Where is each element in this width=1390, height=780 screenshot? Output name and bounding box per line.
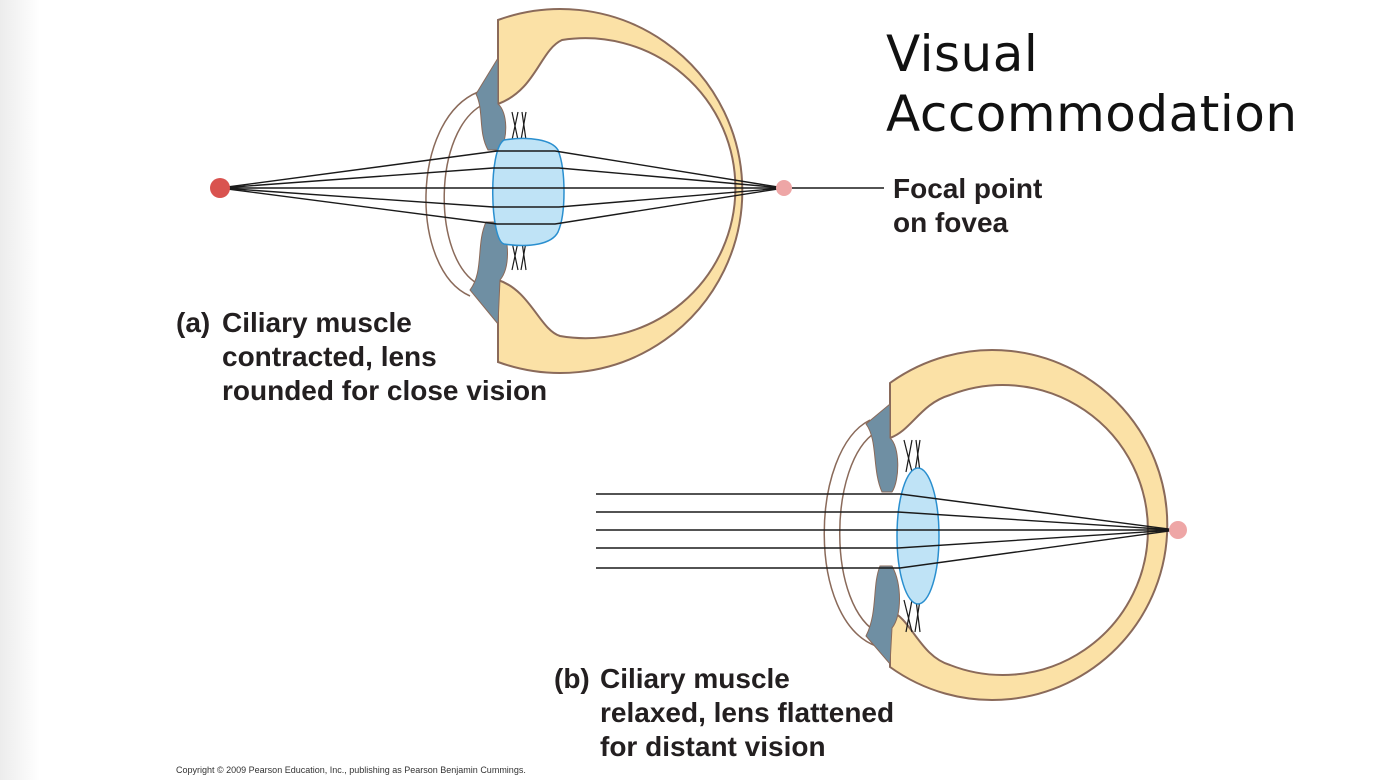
panel-b-caption-line-3: for distant vision bbox=[600, 731, 826, 762]
focal-point-label-line-2: on fovea bbox=[893, 207, 1009, 238]
eye-b-sclera bbox=[889, 349, 1169, 701]
panel-b-caption-line-2: relaxed, lens flattened bbox=[600, 697, 895, 728]
eye-b bbox=[596, 349, 1187, 701]
panel-a-caption: (a) Ciliary muscle contracted, lens round… bbox=[176, 306, 547, 408]
eye-a-sclera bbox=[497, 8, 744, 374]
eye-b-iris-lower bbox=[865, 565, 900, 666]
copyright-notice: Copyright © 2009 Pearson Education, Inc.… bbox=[176, 765, 526, 775]
eye-a-zonules-lower bbox=[511, 241, 527, 271]
eye-b-cornea-inner bbox=[839, 431, 881, 635]
panel-a-tag: (a) bbox=[176, 307, 211, 338]
eye-a-lens bbox=[492, 137, 565, 247]
slide-title-line-2: Accommodation bbox=[886, 85, 1298, 143]
panel-b-caption-line-1: Ciliary muscle bbox=[600, 663, 790, 694]
eye-a-rays bbox=[219, 150, 785, 225]
panel-a-caption-line-3: rounded for close vision bbox=[222, 375, 548, 406]
panel-b-tag: (b) bbox=[554, 663, 590, 694]
eye-a-focal-point bbox=[776, 180, 792, 196]
eye-b-zonules-upper bbox=[903, 439, 921, 473]
eye-b-cornea-outer bbox=[823, 419, 877, 647]
eye-a-cornea-inner bbox=[443, 103, 485, 285]
slide-left-margin bbox=[0, 0, 40, 780]
eye-a-iris-upper bbox=[475, 56, 507, 151]
panel-a-caption-line-1: Ciliary muscle bbox=[222, 307, 412, 338]
eye-a bbox=[210, 8, 884, 374]
eye-a-zonules-upper bbox=[511, 111, 527, 141]
slide-title-line-1: Visual bbox=[886, 25, 1039, 83]
slide-title: Visual Accommodation bbox=[886, 24, 1298, 144]
focal-point-label-line-1: Focal point bbox=[893, 173, 1043, 204]
panel-b-caption: (b) Ciliary muscle relaxed, lens flattene… bbox=[554, 662, 894, 764]
focal-point-label: Focal point on fovea bbox=[893, 172, 1042, 240]
eye-b-zonules-lower bbox=[903, 599, 921, 633]
eye-b-lens bbox=[896, 467, 940, 605]
eye-b-iris-upper bbox=[865, 402, 899, 493]
eye-b-rays bbox=[596, 493, 1177, 569]
eye-a-point-source bbox=[210, 178, 230, 198]
eye-b-focal-point bbox=[1169, 521, 1187, 539]
panel-a-caption-line-2: contracted, lens bbox=[222, 341, 437, 372]
eye-a-cornea-outer bbox=[425, 91, 479, 297]
